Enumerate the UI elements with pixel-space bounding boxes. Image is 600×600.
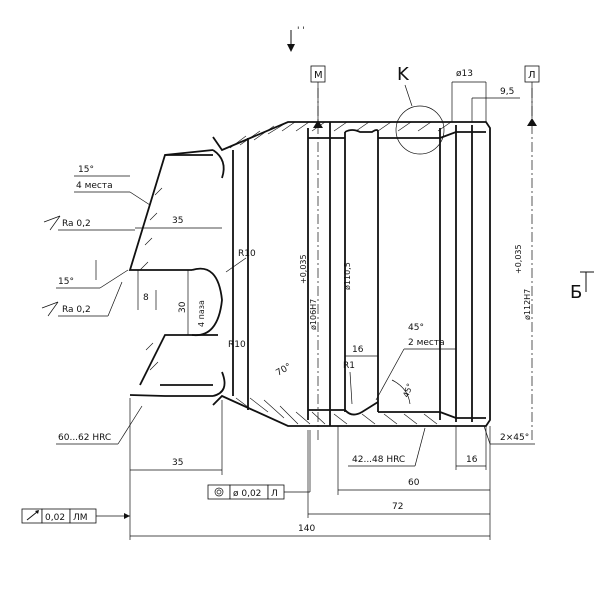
dim-16-right: 16 xyxy=(466,455,478,465)
datum-l: Л xyxy=(524,65,540,126)
left-annotations: 15° 4 места Ra 0,2 35 15° Ra 0,2 8 30 4 … xyxy=(41,165,256,350)
chamfer: 2×45° xyxy=(500,433,529,443)
runout-frame: 0,02 ЛМ xyxy=(21,508,130,524)
datum-m: М xyxy=(310,65,326,128)
dim-60: 60 xyxy=(408,478,420,488)
section-b-label: Б xyxy=(570,282,582,303)
places-4-top: 4 места xyxy=(76,181,113,191)
runout-value: 0,02 xyxy=(45,513,65,523)
long-dimensions: 60 72 140 xyxy=(130,426,491,540)
coaxiality-frame: ø 0,02 Л xyxy=(207,430,311,500)
places-4-paza: 4 паза xyxy=(197,300,206,327)
runout-datum: ЛМ xyxy=(73,513,88,523)
bottom-left-annotations: 60...62 HRC 35 xyxy=(56,398,223,540)
dim-140: 140 xyxy=(298,524,315,534)
r10-bottom: R10 xyxy=(228,340,246,350)
dim-8: 8 xyxy=(143,293,149,303)
center-lines xyxy=(317,88,533,440)
bottom-right-annotations: 42...48 HRC 16 2×45° xyxy=(348,425,535,470)
tol-coax-datum: Л xyxy=(271,489,278,499)
dim-35-bottom: 35 xyxy=(172,458,183,468)
dim-dia-112-tol: +0,035 xyxy=(514,244,523,274)
dim-dia-106-tol: +0,035 xyxy=(299,254,308,284)
dim-top-right: ø13 9,5 xyxy=(451,69,520,122)
view-k-label: K xyxy=(397,64,410,85)
section-arrow-top: ' ' xyxy=(287,26,305,52)
dim-35-top: 35 xyxy=(172,216,183,226)
section-hatching xyxy=(139,121,452,425)
angle-45-main: 45° xyxy=(408,323,424,333)
detail-k: K xyxy=(395,64,445,155)
dim-dia-13: ø13 xyxy=(456,69,473,79)
dim-9-5: 9,5 xyxy=(500,87,514,97)
hrc-60-62: 60...62 HRC xyxy=(58,433,111,443)
ra-bottom: Ra 0,2 xyxy=(62,305,91,315)
dim-72: 72 xyxy=(392,502,403,512)
datum-l-text: Л xyxy=(528,70,536,81)
places-2: 2 места xyxy=(408,338,445,348)
dim-dia-112: ø112H7 xyxy=(523,289,532,320)
ra-top: Ra 0,2 xyxy=(62,219,91,229)
dim-16-mid: 16 xyxy=(352,345,364,355)
dim-30: 30 xyxy=(178,301,188,313)
dim-dia-110-5: ø110,5 xyxy=(343,262,352,290)
r1: R1 xyxy=(343,361,355,371)
angle-70: 70° xyxy=(275,362,294,379)
part-outline xyxy=(128,121,491,427)
r10-top: R10 xyxy=(238,249,256,259)
angle-15-top: 15° xyxy=(78,165,94,175)
datum-m-text: М xyxy=(314,70,323,81)
section-b: Б xyxy=(570,271,594,303)
angle-15-bottom: 15° xyxy=(58,277,74,287)
hrc-42-48: 42...48 HRC xyxy=(352,455,405,465)
diameter-labels: ø106H7 +0,035 ø110,5 ø112H7 +0,035 xyxy=(299,244,532,330)
mid-annotations: 45° 2 места 16 R1 70° 45° xyxy=(275,323,456,405)
svg-text:' ': ' ' xyxy=(297,26,305,36)
tol-coax-value: ø 0,02 xyxy=(233,489,261,499)
dim-dia-106: ø106H7 xyxy=(309,299,318,330)
